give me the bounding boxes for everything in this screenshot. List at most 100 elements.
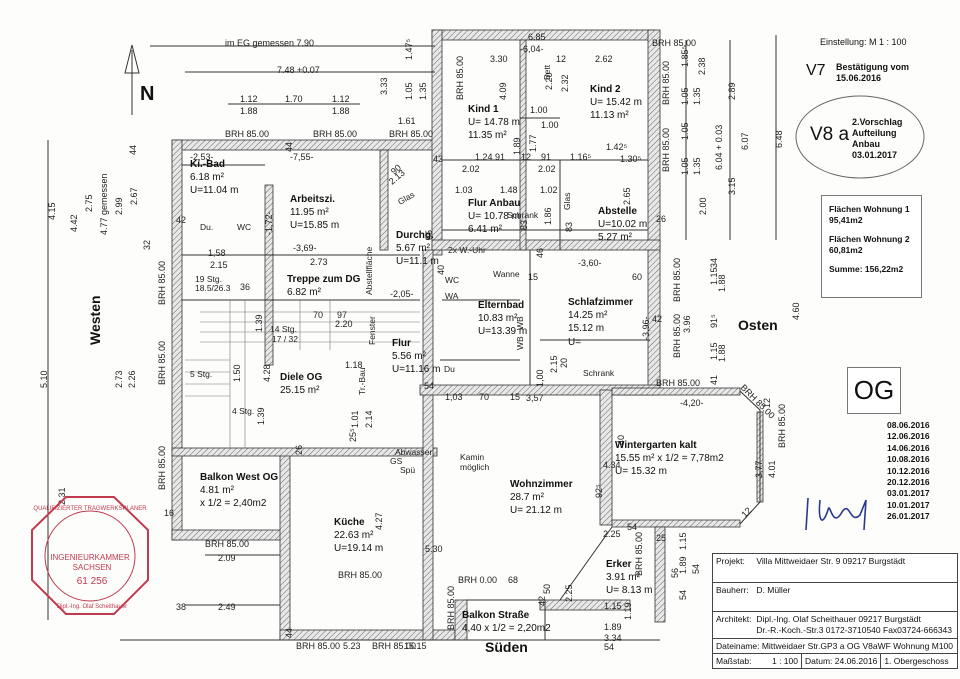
area-summary: Flächen Wohnung 1 95,41m2 Flächen Wohnun… [821,195,922,298]
revision-date: 20.12.2016 [887,477,930,488]
dimension-label: 15.15 [404,641,427,651]
dimension-label: 1.89 [678,556,688,574]
room-value: 10.83 m² [478,313,518,324]
dimension-label: 2.15 [549,355,559,373]
room-value: 6.18 m² [190,172,225,183]
dimension-label: -7,55- [290,152,314,162]
room-value: U=19.14 m [334,543,383,554]
dimension-label: 2.02 [462,164,480,174]
architekt-line: Dipl.-Ing. Olaf Scheithauer 09217 Burgst… [756,614,921,624]
stamp-number: 61 256 [77,576,108,587]
v8-line: 2.Vorschlag [852,117,903,127]
dimension-label: -3,96- [641,316,651,340]
dimension-label: 2.02 [538,164,556,174]
room-value: 14.25 m² [568,310,608,321]
dimension-label: 4.01 [767,460,777,478]
w1-value: 95,41m2 [829,215,863,225]
dimension-label: -3,69- [293,243,317,253]
dimension-label: BRH 85.00 [205,539,249,549]
dimension-label: 2.99 [114,197,124,215]
north-arrow [124,44,140,115]
dimension-label: BRH 85.00 [157,261,167,305]
dimension-label: 1.89 [512,137,522,155]
room-name: Wohnzimmer [510,479,573,490]
stair-treads [185,300,420,448]
dimension-label: 1,03 [445,392,463,402]
massstab-label: Maßstab: [716,656,752,666]
fixture-label: WB [515,316,525,330]
fixture-label: Schrank [583,368,615,378]
dimension-label: 92⁵ [594,484,604,498]
stamp-text: INGENIEURKAMMER [50,553,130,562]
projekt-label: Projekt: [716,556,745,566]
dimension-label: 1.15 [604,601,622,611]
dimension-label: 1,58 [208,248,226,258]
w1-label: Flächen Wohnung 1 [829,204,910,214]
room-value: U= [568,337,581,348]
floor-badge: OG [847,367,901,414]
dimension-label: 85 [424,230,434,240]
fixture-label: Spü [400,465,415,475]
dimension-label: 91⁵ [709,314,719,328]
dimension-label: 4.60 [791,302,801,320]
dimension-label: 4.09 [498,82,508,100]
revision-date: 10.12.2016 [887,465,930,476]
dimension-label: 5.23 [343,641,361,651]
dimension-label: 2.89 [727,82,737,100]
dimension-label: BRH 85.00 [652,38,696,48]
wall-lines [47,35,777,641]
room-name: Diele OG [280,372,322,383]
room-name: Balkon West OG [200,472,278,483]
dimension-label: 1.05 [404,82,414,100]
dimension-label: 15 [510,392,520,402]
dimension-label: 2.67 [129,187,139,205]
dimension-label: 3.33 [379,77,389,95]
dimension-label: 3.15 [727,177,737,195]
dimension-label: 1.47⁵ [404,38,414,60]
dimension-label: 7.48 +0.07 [277,65,320,75]
dimension-label: 3.34 [604,633,622,643]
dimension-label: 2.20 [544,72,554,90]
room-value: U= 10.78 m [468,211,520,222]
room-value: U= 21.12 m [510,505,562,516]
dimension-label: 2.26 [127,370,137,388]
room-value: 15.55 m² x 1/2 = 7,78m2 [615,453,724,464]
dimension-label: 1.30⁵ [620,154,642,164]
dimension-label: 6.04 + 0.03 [714,125,724,170]
dimension-label: 56 [670,568,680,578]
room-value: U= 15.42 m [590,97,642,108]
direction-east: Osten [738,317,778,333]
fixture-label: 18.5/26.3 [195,283,231,293]
dimension-label: 40 [436,265,446,275]
dimension-label: 97 [337,310,347,320]
fixture-label: WC [237,222,251,232]
room-value: U= 14.78 m [468,117,520,128]
revision-date: 10.01.2017 [887,499,930,510]
v8-line: 03.01.2017 [852,150,898,160]
dimension-label: 90 [389,162,403,176]
fixture-label: Glas [562,193,572,210]
room-name: Schlafzimmer [568,297,633,308]
dimension-label: 1.05 [680,157,690,175]
dimension-label: BRH 85.00 [661,128,671,172]
room-name: Durchg. [396,230,434,241]
fixture-label: GS [390,456,403,466]
room-name: Kind 2 [590,84,621,95]
fixture-labels: Du.WCWCWAWanneWBWBDuSchrankSchrankBettGS… [190,64,615,475]
dimension-label: 1.01 [350,410,360,428]
room-value: 5.27 m² [598,232,633,243]
dimension-label: 4.27 [374,512,384,530]
fixture-label: Fenster [367,316,377,345]
dimension-label: 41 [709,375,719,385]
room-value: U=13.39 m [478,326,527,337]
room-value: U=11.16 m [392,364,440,375]
room-value: 5.67 m² [396,243,431,254]
dimension-label: BRH 85.00 [661,61,671,105]
fixture-label: Schrank [507,210,539,220]
dimension-label: 70 [313,310,323,320]
fixture-label: Kamin [460,452,484,462]
fixture-label: möglich [460,462,490,472]
dimension-label: -3,60- [578,258,602,268]
dimension-label: 1.35 [692,157,702,175]
dimension-label: 1.61 [398,116,416,126]
